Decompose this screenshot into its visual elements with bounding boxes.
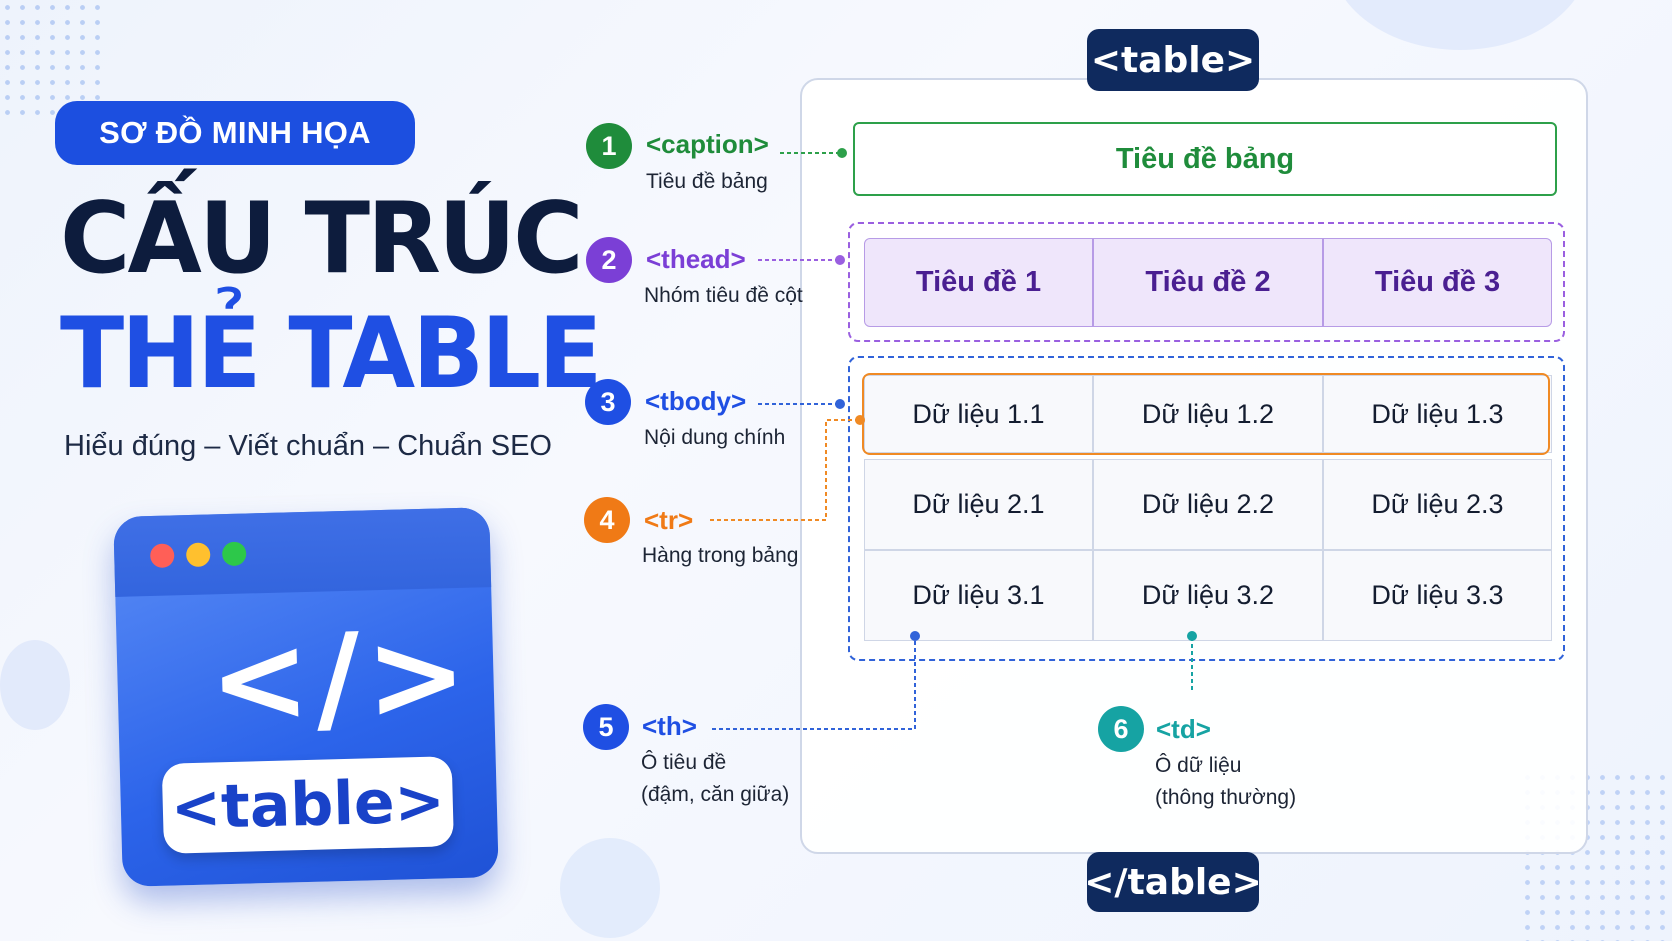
open-table-tag: <table> (1087, 29, 1259, 91)
label-4-desc: Hàng trong bảng (642, 544, 799, 567)
tr-connector (710, 419, 860, 521)
data-cell-1-3: Dữ liệu 1.3 (1323, 375, 1552, 453)
caption-box: Tiêu đề bảng (853, 122, 1557, 196)
label-5-tag: <th> (642, 711, 697, 741)
label-5-desc-line-2: (đậm, căn giữa) (641, 783, 790, 806)
th-connector (712, 636, 916, 730)
thead-group-outline (848, 222, 1565, 342)
header-cell-3: Tiêu đề 3 (1323, 238, 1552, 327)
label-6-number-badge: 6 (1098, 706, 1144, 752)
page-subtitle: Hiểu đúng – Viết chuẩn – Chuẩn SEO (64, 430, 552, 462)
caption-connector-dot (837, 148, 847, 158)
tbody-group-outline (848, 356, 1565, 661)
data-cell-1-2: Dữ liệu 1.2 (1093, 375, 1323, 453)
thead-connector-dot (835, 255, 845, 265)
td-connector-dot (1187, 631, 1197, 641)
data-cell-2-3: Dữ liệu 2.3 (1323, 459, 1552, 550)
label-2-desc: Nhóm tiêu đề cột (644, 284, 803, 307)
label-6-tag: <td> (1156, 714, 1211, 744)
decor-circle-left (0, 640, 70, 730)
header-cell-1: Tiêu đề 1 (864, 238, 1093, 327)
label-5-number-badge: 5 (583, 704, 629, 750)
diagram-badge: SƠ ĐỒ MINH HỌA (55, 101, 415, 165)
data-cell-2-2: Dữ liệu 2.2 (1093, 459, 1323, 550)
data-cell-3-2: Dữ liệu 3.2 (1093, 550, 1323, 641)
data-cell-1-1: Dữ liệu 1.1 (864, 375, 1093, 453)
data-cell-3-1: Dữ liệu 3.1 (864, 550, 1093, 641)
page-title-line-1: CẤU TRÚC (60, 182, 584, 296)
page-title-line-2: THẺ TABLE (60, 297, 603, 411)
data-cell-2-1: Dữ liệu 2.1 (864, 459, 1093, 550)
tbody-connector-dot (835, 399, 845, 409)
header-cell-2: Tiêu đề 2 (1093, 238, 1323, 327)
label-5-desc-line-1: Ô tiêu đề (641, 751, 727, 774)
label-3-desc: Nội dung chính (644, 426, 786, 449)
data-cell-3-3: Dữ liệu 3.3 (1323, 550, 1552, 641)
label-2-number-badge: 2 (586, 237, 632, 283)
label-4-number-badge: 4 (584, 497, 630, 543)
label-3-tag: <tbody> (645, 386, 747, 416)
label-3-number-badge: 3 (585, 379, 631, 425)
dot-pattern-top-left (0, 0, 100, 120)
label-6-desc-line-2: (thông thường) (1155, 786, 1297, 809)
label-2-tag: <thead> (646, 244, 746, 274)
label-1-desc: Tiêu đề bảng (646, 170, 768, 193)
label-1-tag: <caption> (646, 129, 769, 159)
tr-connector-dot (855, 415, 865, 425)
label-4-tag: <tr> (644, 505, 694, 535)
label-1-number-badge: 1 (586, 123, 632, 169)
tr-row-highlight (862, 373, 1550, 455)
close-table-tag: </table> (1084, 852, 1262, 912)
label-6-desc-line-1: Ô dữ liệu (1155, 754, 1242, 777)
decor-circle-bottom (560, 838, 660, 938)
th-connector-dot (910, 631, 920, 641)
